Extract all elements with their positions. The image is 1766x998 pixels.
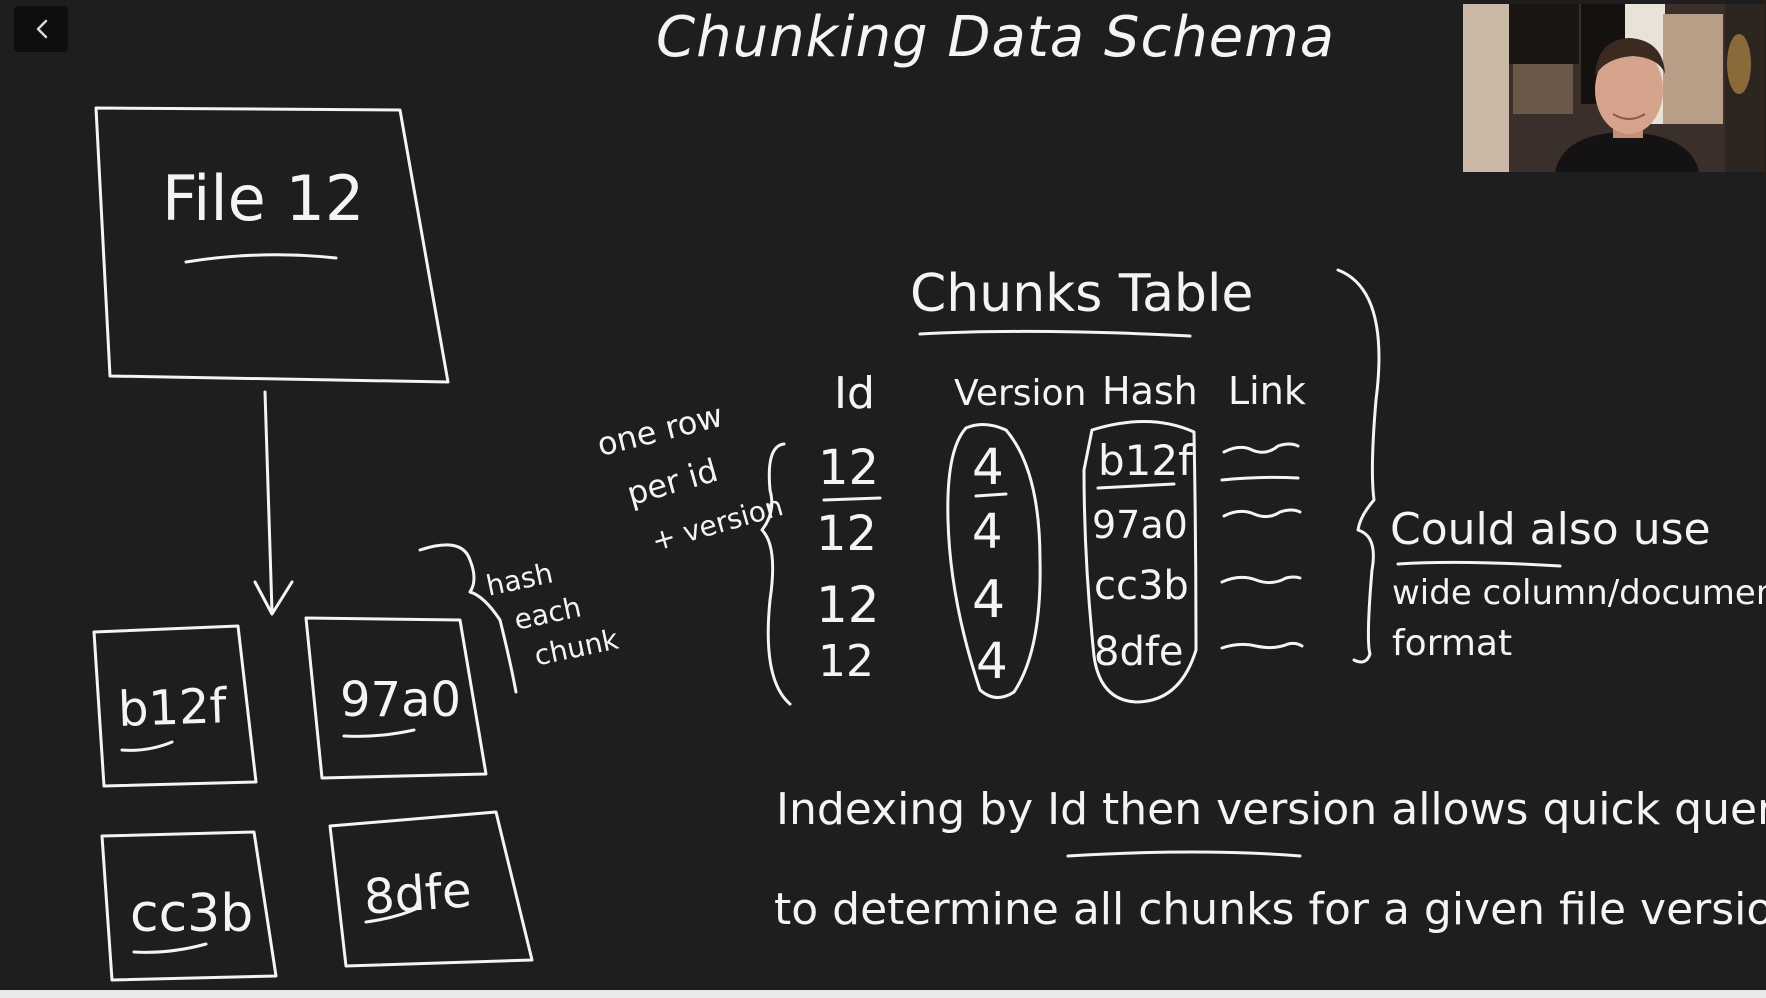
link-5 bbox=[1220, 641, 1304, 650]
file-box-outline bbox=[94, 106, 450, 384]
side-note-line-1: Could also use bbox=[1390, 504, 1711, 555]
chunk-box-97a0 bbox=[304, 616, 488, 780]
index-underline bbox=[1066, 850, 1302, 858]
column-header-id: Id bbox=[834, 368, 875, 419]
chunk-label-8dfe: 8dfe bbox=[362, 862, 474, 926]
cell-version-row-2: 4 bbox=[972, 504, 1003, 560]
file-label-underline bbox=[184, 253, 338, 264]
bottom-strip bbox=[0, 990, 1766, 998]
chunk-box-8dfe bbox=[328, 810, 534, 968]
back-button[interactable] bbox=[14, 6, 68, 52]
column-header-link: Link bbox=[1228, 369, 1306, 413]
chunk-label-b12f: b12f bbox=[117, 678, 228, 738]
cell-version-row-4: 4 bbox=[976, 632, 1008, 690]
cell-version-row-3: 4 bbox=[972, 570, 1006, 630]
hash-group-outline bbox=[1082, 419, 1198, 704]
cell-id-row-2: 12 bbox=[816, 506, 878, 562]
side-note-line-2: wide column/document bbox=[1392, 573, 1766, 613]
cell-hash-row-1: b12f bbox=[1098, 436, 1193, 485]
column-header-version: Version bbox=[954, 373, 1087, 414]
index-note-line-2: to determine all chunks for a given file… bbox=[774, 884, 1766, 935]
side-note-brace bbox=[1336, 268, 1381, 664]
version-group-outline bbox=[946, 423, 1042, 699]
hash-note-bracket bbox=[418, 543, 518, 694]
link-3 bbox=[1222, 508, 1302, 519]
cell-id-row-4: 12 bbox=[818, 636, 874, 687]
chunk-box-b12f bbox=[92, 624, 258, 788]
arrow-down bbox=[263, 390, 274, 614]
link-1 bbox=[1222, 442, 1300, 454]
page-title: Chunking Data Schema bbox=[656, 5, 1336, 70]
cell-hash-row-3: cc3b bbox=[1094, 563, 1189, 609]
id-rows-brace bbox=[760, 442, 792, 706]
chunk-label-97a0: 97a0 bbox=[340, 672, 462, 728]
file-box-label: File 12 bbox=[162, 162, 365, 235]
chunk-box-cc3b bbox=[100, 830, 278, 982]
link-2 bbox=[1220, 475, 1300, 482]
side-note-line-3: format bbox=[1392, 623, 1513, 664]
column-header-hash: Hash bbox=[1102, 369, 1198, 413]
arrow-head bbox=[253, 580, 294, 616]
cell-id-row-1: 12 bbox=[818, 440, 880, 496]
index-note-line-1: Indexing by Id then version allows quick… bbox=[776, 784, 1766, 835]
cell-version-row-1: 4 bbox=[972, 438, 1004, 496]
chevron-left-icon bbox=[36, 19, 48, 39]
table-title-underline bbox=[918, 329, 1192, 338]
presenter-video bbox=[1463, 4, 1765, 172]
cell-hash-row-4: 8dfe bbox=[1094, 629, 1184, 675]
cell-hash-row-2: 97a0 bbox=[1092, 503, 1188, 547]
table-title: Chunks Table bbox=[910, 264, 1254, 324]
presenter-webcam bbox=[1463, 4, 1765, 172]
link-4 bbox=[1220, 575, 1302, 585]
chunk-label-cc3b: cc3b bbox=[130, 884, 254, 944]
cell-id-row-3: 12 bbox=[816, 576, 880, 634]
